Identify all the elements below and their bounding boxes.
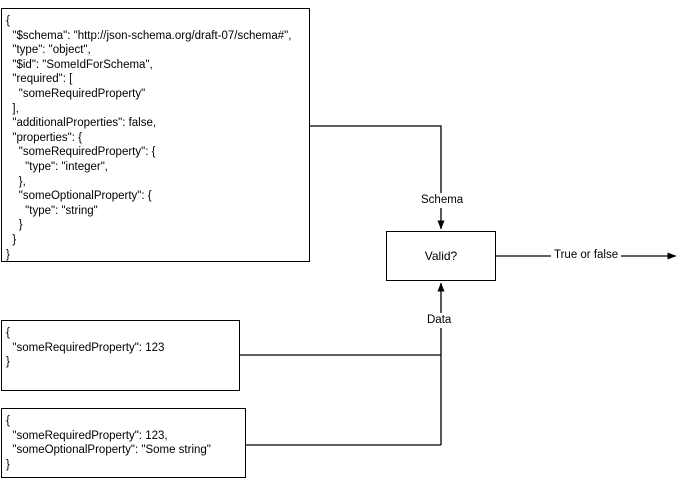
code-line: { [6, 327, 10, 339]
code-line: } [6, 248, 10, 261]
code-line: } [6, 233, 17, 246]
validator-label: Valid? [424, 249, 458, 263]
code-line: } [6, 458, 10, 471]
code-line: "$schema": "http://json-schema.org/draft… [6, 29, 292, 42]
code-line: "type": "object", [6, 44, 91, 57]
edge-label-result: True or false [551, 248, 622, 263]
code-line: ], [6, 102, 19, 115]
edge-schema-to-validator [310, 125, 445, 230]
code-line: "type": "integer", [6, 160, 108, 173]
code-line: "required": [ [6, 73, 73, 86]
data-document-box-1: { "someRequiredProperty": 123 } [1, 320, 240, 391]
code-line: "type": "string" [6, 204, 98, 217]
code-line: "someRequiredProperty": 123 [6, 341, 165, 354]
code-line: "someOptionalProperty": "Some string" [6, 444, 211, 457]
code-line: "additionalProperties": false, [6, 117, 157, 130]
code-line: "someRequiredProperty": 123, [6, 429, 168, 442]
code-line: { [6, 415, 10, 427]
code-line: "properties": { [6, 131, 82, 144]
data-document-box-2: { "someRequiredProperty": 123, "someOpti… [1, 408, 246, 478]
validator-box: Valid? [386, 231, 496, 281]
schema-document-box: { "$schema": "http://json-schema.org/dra… [1, 8, 310, 262]
edge-label-data: Data [424, 313, 455, 328]
edge-label-schema: Schema [418, 193, 467, 208]
code-line: { [6, 15, 10, 27]
code-line: } [6, 356, 10, 369]
code-line: } [6, 219, 23, 232]
code-line: "someRequiredProperty": { [6, 146, 156, 159]
code-line: "someRequiredProperty" [6, 87, 146, 100]
code-line: "$id": "SomeIdForSchema", [6, 58, 153, 71]
code-line: }, [6, 175, 26, 188]
code-line: "someOptionalProperty": { [6, 190, 152, 203]
